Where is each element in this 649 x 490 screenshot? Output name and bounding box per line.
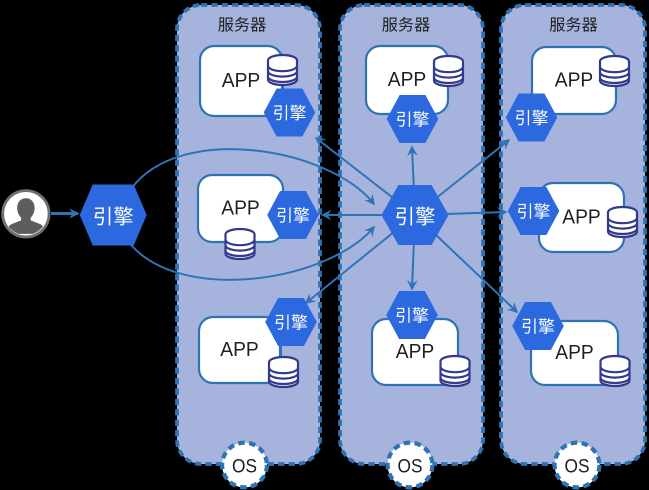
svg-text:APP: APP — [555, 342, 594, 364]
svg-text:APP: APP — [220, 339, 259, 361]
svg-text:APP: APP — [562, 207, 601, 229]
svg-text:APP: APP — [396, 341, 435, 363]
svg-text:OS: OS — [398, 455, 423, 477]
svg-text:APP: APP — [221, 198, 260, 220]
svg-text:OS: OS — [232, 455, 257, 477]
svg-text:APP: APP — [388, 69, 427, 91]
svg-text:APP: APP — [222, 70, 261, 92]
svg-text:APP: APP — [555, 70, 594, 92]
svg-text:OS: OS — [565, 455, 590, 477]
